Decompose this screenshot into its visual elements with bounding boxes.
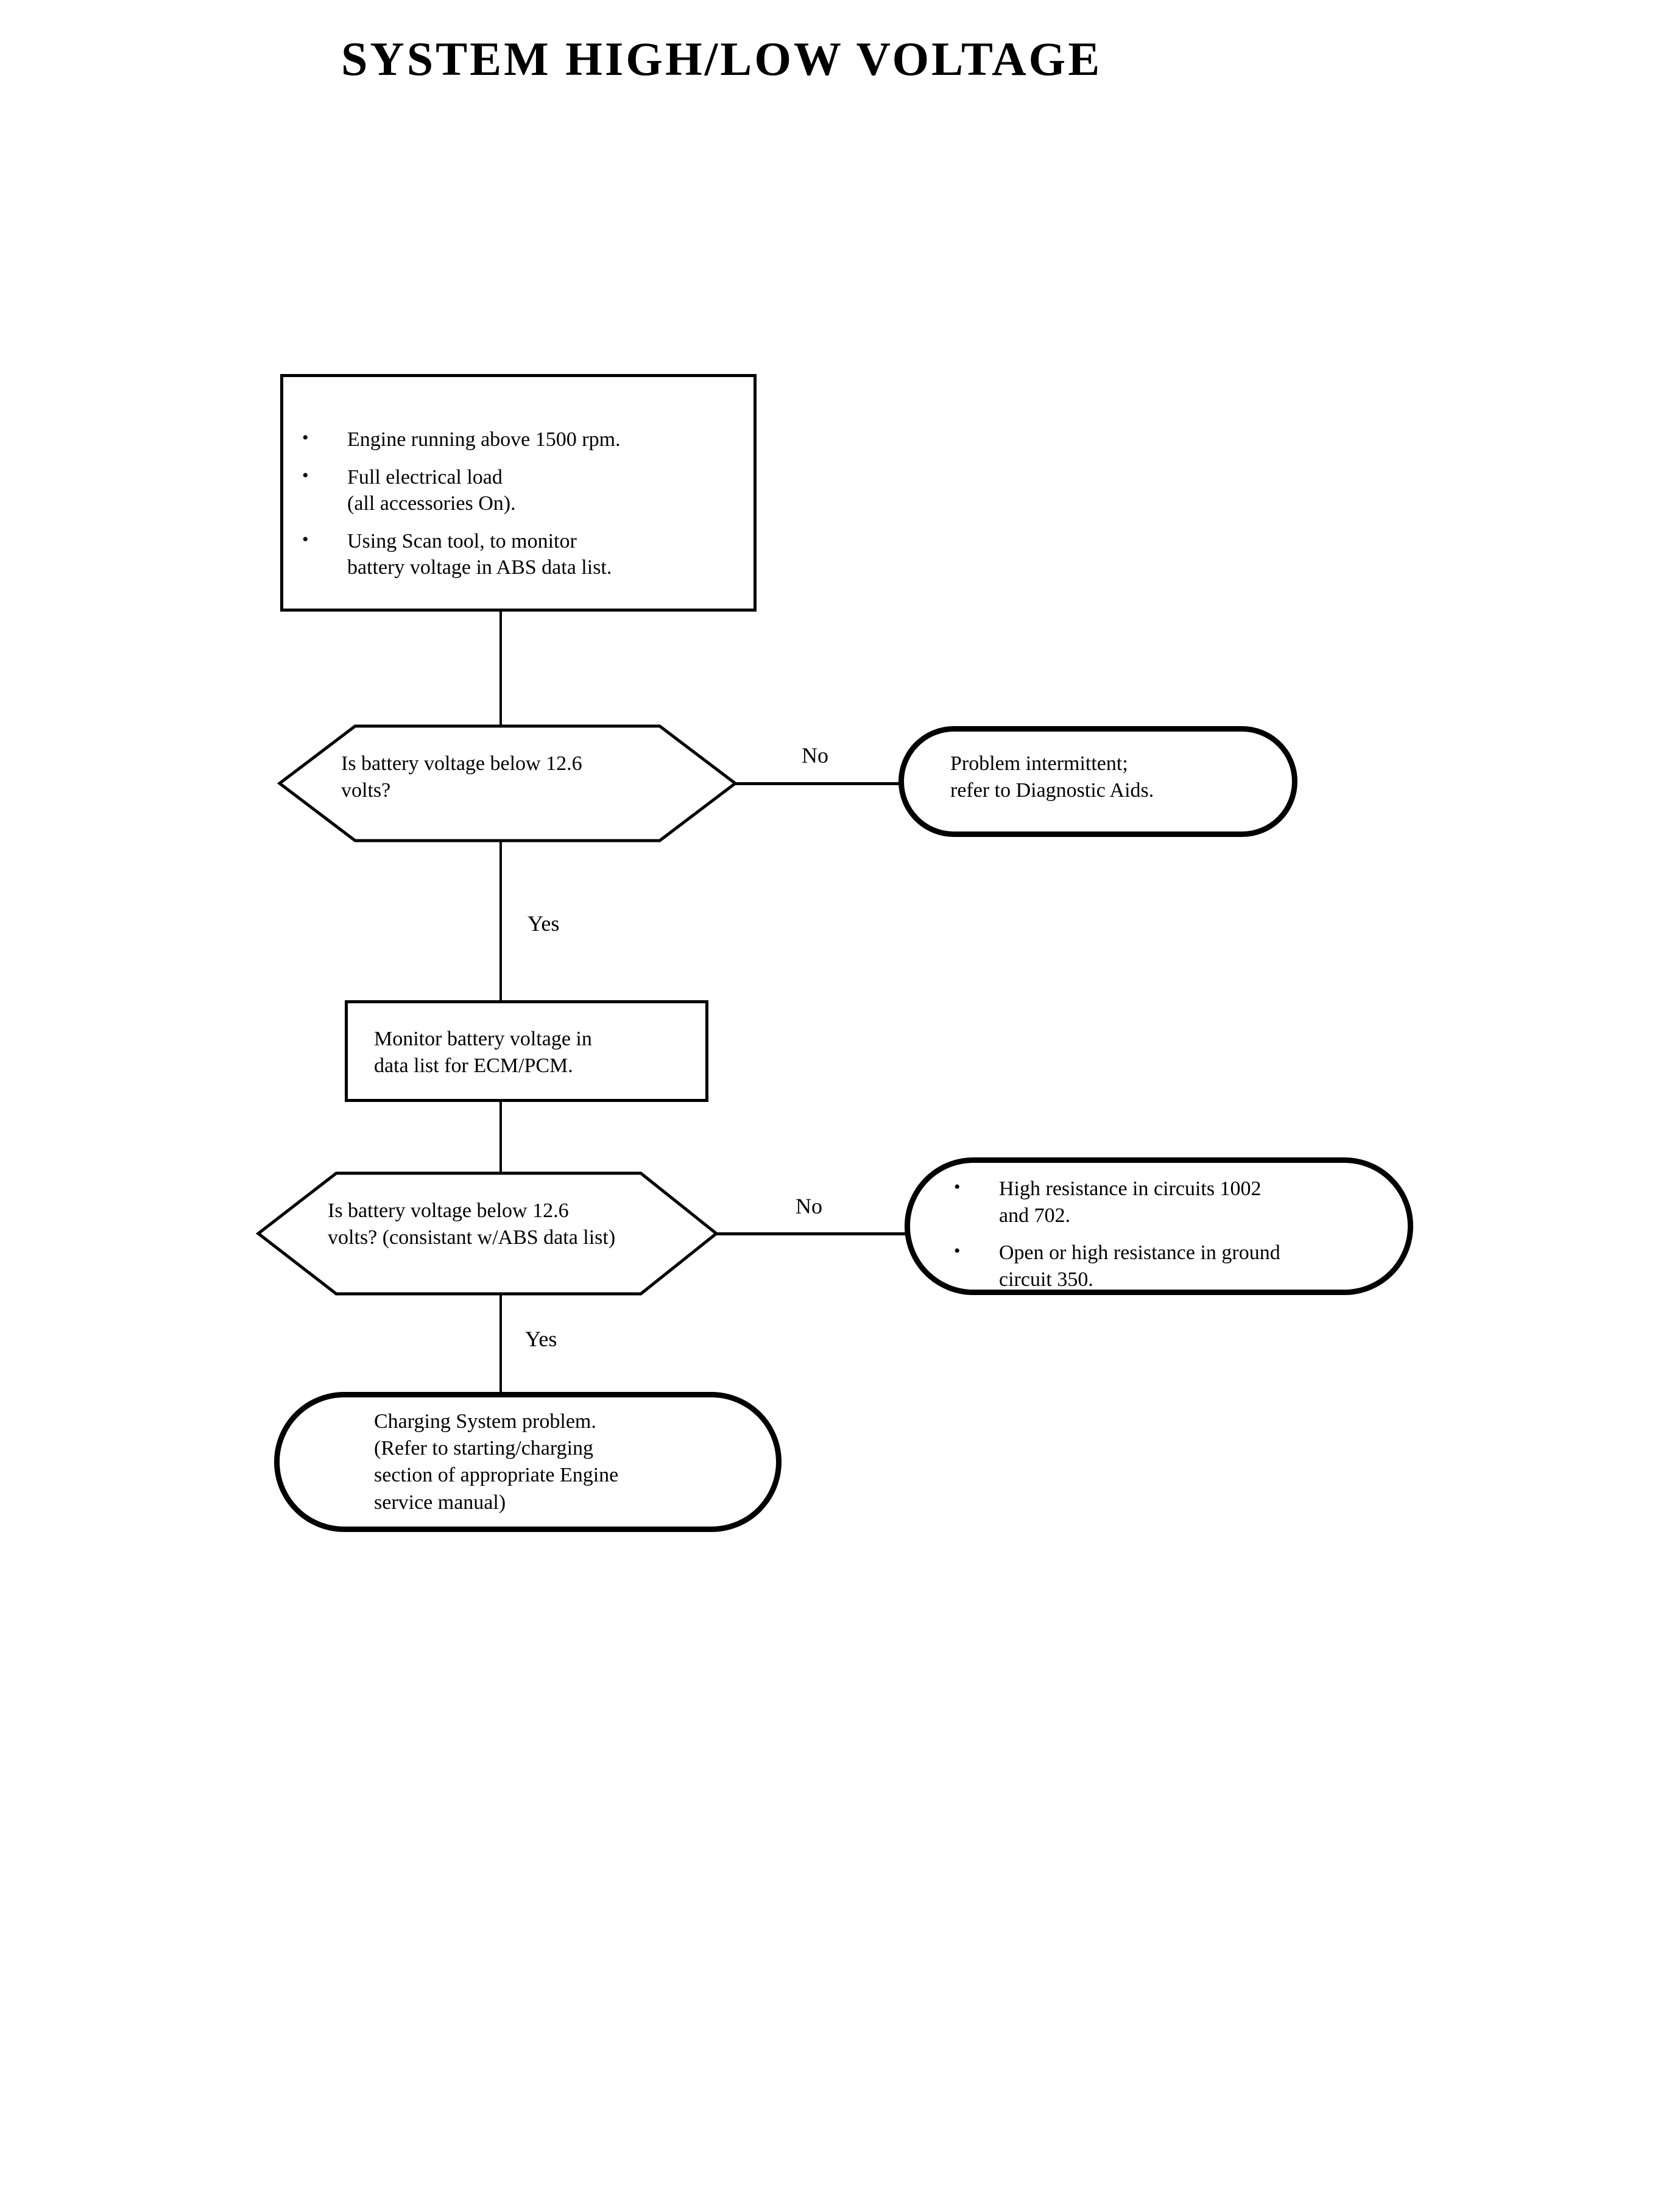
list-item-text: Open or high resistance in ground circui… (999, 1241, 1280, 1291)
connector-decision-2-no (716, 1232, 906, 1235)
process-1-text: Monitor battery voltage in data list for… (374, 1028, 592, 1078)
conditions-box (280, 374, 757, 612)
decision-2-text: Is battery voltage below 12.6 volts? (co… (328, 1199, 616, 1249)
decision-1-text: Is battery voltage below 12.6 volts? (341, 752, 582, 802)
process-1-box (345, 1000, 708, 1102)
outcome-2-bullet-list: • High resistance in circuits 1002 and 7… (950, 1176, 1413, 1293)
list-item: • Open or high resistance in ground circ… (950, 1240, 1413, 1293)
connector-process-1-to-decision-2 (499, 1102, 502, 1173)
connector-decision-1-no (733, 782, 900, 785)
outcome-1-text: Problem intermittent; refer to Diagnosti… (950, 752, 1154, 802)
edge-label-no-1: No (802, 743, 828, 768)
list-item-text: Using Scan tool, to monitor battery volt… (347, 529, 612, 579)
bullet-icon: • (302, 465, 309, 485)
list-item-text: High resistance in circuits 1002 and 702… (999, 1177, 1262, 1227)
edge-label-yes-2: Yes (525, 1327, 557, 1351)
bullet-icon: • (954, 1177, 961, 1197)
list-item: • Engine running above 1500 rpm. (298, 426, 749, 453)
list-item: • Using Scan tool, to monitor battery vo… (298, 528, 749, 581)
page-title: SYSTEM HIGH/LOW VOLTAGE (341, 32, 1103, 85)
list-item-text: Full electrical load (all accessories On… (347, 465, 516, 515)
connector-decision-1-yes (499, 841, 502, 1000)
connector-decision-2-yes (499, 1295, 502, 1396)
outcome-3-text: Charging System problem. (Refer to start… (374, 1410, 619, 1514)
list-item: • Full electrical load (all accessories … (298, 464, 749, 517)
edge-label-no-2: No (796, 1194, 822, 1218)
outcome-3-stadium (274, 1392, 782, 1532)
bullet-icon: • (954, 1241, 961, 1262)
list-item: • High resistance in circuits 1002 and 7… (950, 1176, 1413, 1229)
conditions-bullet-list: • Engine running above 1500 rpm. • Full … (298, 426, 749, 581)
outcome-2-stadium (905, 1157, 1413, 1295)
list-item-text: Engine running above 1500 rpm. (347, 428, 621, 451)
outcome-1-stadium (898, 726, 1297, 837)
bullet-icon: • (302, 428, 309, 448)
connector-conditions-to-decision-1 (499, 612, 502, 727)
bullet-icon: • (302, 529, 309, 549)
edge-label-yes-1: Yes (528, 911, 560, 936)
